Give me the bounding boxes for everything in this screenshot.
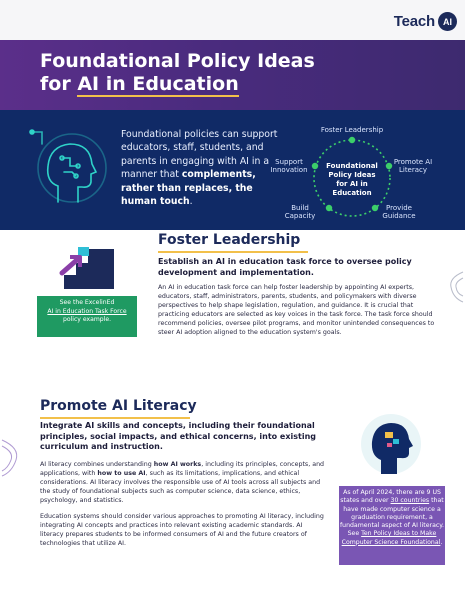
cycle-ring bbox=[311, 136, 393, 217]
left-swirl-decoration bbox=[1, 439, 18, 477]
ai-head-illustration bbox=[29, 129, 107, 203]
section-title-promote-ai-literacy: Promote AI Literacy bbox=[40, 398, 197, 414]
cycle-label-foster-leadership: Foster Leadership bbox=[320, 126, 384, 134]
cycle-label-provide-guidance: Provide Guidance bbox=[382, 204, 416, 220]
section-title-rule bbox=[40, 417, 190, 419]
hero-text-end: . bbox=[189, 196, 193, 208]
hero-text-part1: Foundational policies can support educat… bbox=[121, 129, 278, 181]
p1-bold-how-to-use-ai: how to use AI bbox=[97, 469, 146, 477]
policy-cycle-diagram: Foundational Policy Ideas for AI in Educ… bbox=[262, 118, 462, 230]
ai-literacy-head-icon bbox=[361, 414, 421, 474]
cycle-label-support-innovation: Support Innovation bbox=[270, 158, 308, 174]
cycle-label-promote-ai-literacy: Promote AI Literacy bbox=[393, 158, 433, 174]
cs-graduation-callout: As of April 2024, there are 9 US states … bbox=[339, 486, 445, 565]
excelined-task-force-link[interactable]: AI in Education Task Force bbox=[47, 307, 127, 315]
excelined-callout-line3: policy example. bbox=[62, 316, 112, 323]
callout-text-c: . bbox=[440, 538, 443, 546]
section-body-ai-literacy-p1: AI literacy combines understanding how A… bbox=[40, 461, 325, 506]
section-title-foster-leadership: Foster Leadership bbox=[158, 232, 301, 248]
30-countries-link[interactable]: 30 countries bbox=[390, 497, 430, 505]
right-swirl-decoration bbox=[450, 271, 464, 303]
section-body-foster-leadership: An AI in education task force can help f… bbox=[158, 284, 435, 336]
page-title-underlined: AI in Education bbox=[77, 73, 239, 97]
page-title-prefix: for bbox=[40, 73, 78, 95]
p1-bold-how-ai-works: how AI works bbox=[153, 461, 202, 468]
title-banner: Foundational Policy Ideas for AI in Educ… bbox=[0, 40, 465, 110]
excelined-callout: See the ExcelinEd AI in Education Task F… bbox=[37, 296, 137, 337]
brand-name: Teach bbox=[393, 13, 435, 30]
hero-text: Foundational policies can support educat… bbox=[121, 128, 291, 208]
hero-text-bold: complements, rather than replaces, the h… bbox=[121, 169, 256, 208]
section-subtitle-foster-leadership: Establish an AI in education task force … bbox=[158, 257, 412, 277]
page-title-line1: Foundational Policy Ideas bbox=[40, 50, 315, 72]
section-body-ai-literacy-p2: Education systems should consider variou… bbox=[40, 513, 324, 547]
top-bar: Teach AI bbox=[0, 0, 465, 40]
section-title-rule bbox=[158, 251, 308, 253]
p1-text-a: AI literacy combines understanding bbox=[40, 461, 154, 468]
cycle-center-label: Foundational Policy Ideas for AI in Educ… bbox=[326, 162, 378, 197]
callout-text-a: As of April 2024, there are 9 US states … bbox=[340, 489, 441, 505]
p1-text-c: , including its principles, concepts, an… bbox=[40, 461, 325, 477]
p1-text-e: , such as its limitations, implications,… bbox=[40, 469, 321, 504]
leadership-stairs-icon bbox=[59, 247, 114, 289]
excelined-callout-line1: See the ExcelinEd bbox=[59, 299, 115, 306]
section-subtitle-promote-ai-literacy: Integrate AI skills and concepts, includ… bbox=[40, 421, 317, 452]
hero-band: Foundational policies can support educat… bbox=[0, 110, 465, 230]
cycle-label-build-capacity: Build Capacity bbox=[284, 204, 316, 220]
brand-badge: AI bbox=[438, 12, 457, 31]
page-title: Foundational Policy Ideas for AI in Educ… bbox=[40, 50, 315, 97]
callout-text-b: that have made computer science a gradua… bbox=[339, 497, 445, 538]
ten-policy-ideas-link[interactable]: Ten Policy Ideas to Make Computer Scienc… bbox=[341, 530, 441, 546]
teachai-logo[interactable]: Teach AI bbox=[394, 12, 457, 31]
